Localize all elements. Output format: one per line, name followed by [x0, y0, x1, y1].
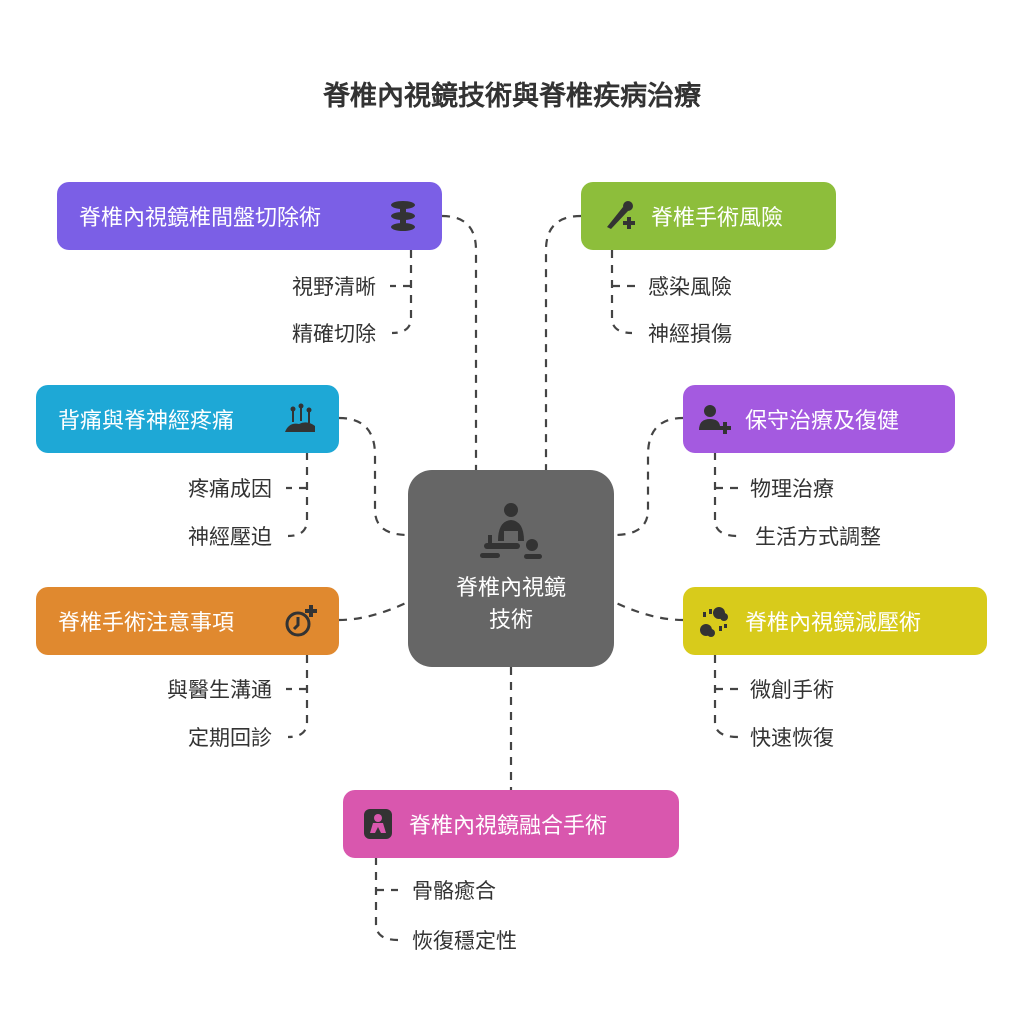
sub-item: 物理治療 [750, 477, 834, 501]
branch-label: 脊椎內視鏡椎間盤切除術 [79, 206, 322, 231]
center-node[interactable]: 脊椎內視鏡 技術 [408, 470, 614, 667]
connector-conservative [613, 416, 684, 537]
sub-item: 視野清晰 [292, 275, 376, 299]
branch-label: 背痛與脊神經疼痛 [58, 409, 235, 434]
connector-decompression [613, 601, 684, 622]
sub-item: 生活方式調整 [755, 525, 881, 549]
branch-decompression[interactable]: 脊椎內視鏡減壓術 [683, 587, 987, 655]
branch-surgery-risk[interactable]: 脊椎手術風險 [581, 182, 836, 250]
sub-item: 恢復穩定性 [412, 929, 517, 953]
center-label-line2: 技術 [488, 607, 533, 633]
massage-therapy-icon [480, 502, 542, 559]
connector-risk [544, 214, 582, 470]
timer-plus-icon [285, 605, 317, 637]
sub-item: 疼痛成因 [188, 477, 272, 501]
spine-discs-icon [391, 201, 415, 231]
sub-item: 快速恢復 [750, 726, 834, 750]
branch-label: 脊椎手術風險 [651, 206, 784, 231]
sub-item: 骨骼癒合 [412, 879, 496, 903]
connector-precautions [338, 601, 409, 622]
diagram-title: 脊椎內視鏡技術與脊椎疾病治療 [323, 81, 701, 112]
sub-item: 神經壓迫 [188, 525, 272, 549]
branch-discectomy[interactable]: 脊椎內視鏡椎間盤切除術 [57, 182, 442, 250]
branch-back-pain[interactable]: 背痛與脊神經疼痛 [36, 385, 339, 453]
connector-pain [338, 416, 409, 537]
sub-item: 神經損傷 [648, 322, 732, 346]
branch-conservative-treatment[interactable]: 保守治療及復健 [683, 385, 955, 453]
acupuncture-back-icon [285, 403, 315, 432]
branch-label: 脊椎手術注意事項 [58, 611, 235, 636]
branch-surgery-precautions[interactable]: 脊椎手術注意事項 [36, 587, 339, 655]
sub-item: 微創手術 [750, 678, 834, 702]
branch-label: 脊椎內視鏡減壓術 [745, 611, 922, 636]
branch-label: 保守治療及復健 [745, 409, 900, 434]
sub-item: 感染風險 [648, 275, 732, 299]
connector-discectomy [441, 214, 478, 470]
burst-pressure-icon [700, 607, 728, 637]
sub-item: 定期回診 [188, 726, 272, 750]
sub-item: 精確切除 [292, 322, 376, 346]
user-plus-icon [699, 405, 731, 434]
syringe-plus-icon [607, 201, 635, 229]
branch-fusion-surgery[interactable]: 脊椎內視鏡融合手術 [343, 790, 679, 858]
spine-fusion-icon [364, 809, 392, 839]
branch-label: 脊椎內視鏡融合手術 [409, 814, 608, 839]
center-label-line1: 脊椎內視鏡 [455, 575, 566, 601]
sub-item: 與醫生溝通 [167, 678, 272, 702]
